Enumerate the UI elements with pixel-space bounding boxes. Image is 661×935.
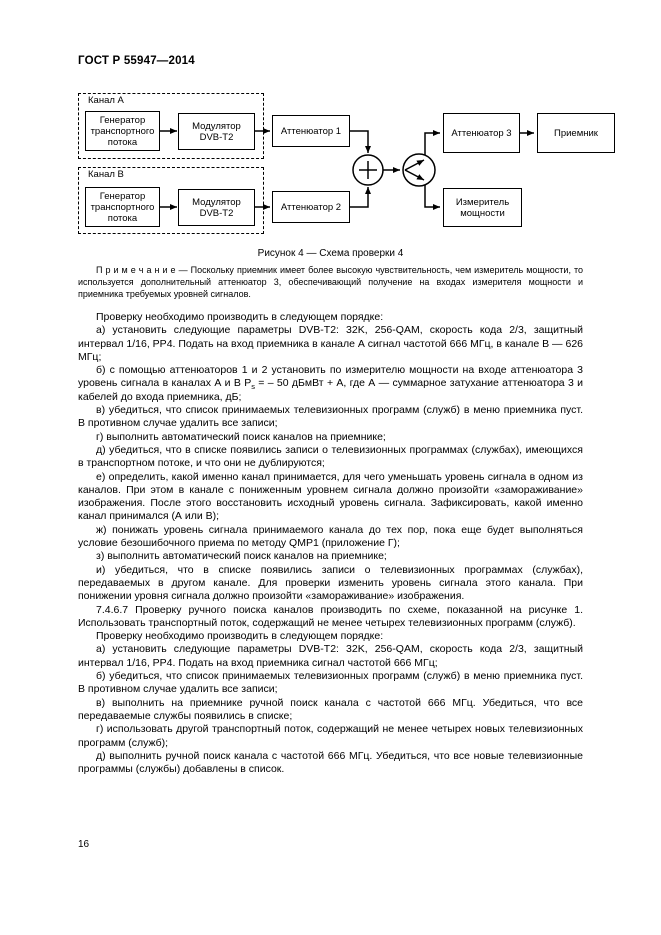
gost-header: ГОСТ Р 55947—2014 [78, 55, 195, 67]
note-text: — Поскольку приемник имеет более высокую… [78, 265, 583, 300]
paragraph-v: в) убедиться, что список принимаемых тел… [78, 404, 583, 430]
procedure-text: Проверку необходимо производить в следую… [78, 311, 583, 776]
note: П р и м е ч а н и е — Поскольку приемник… [78, 264, 583, 301]
paragraph-z: з) выполнить автоматический поиск канало… [96, 550, 387, 563]
subscript-s: s [251, 382, 255, 392]
paragraph-d2: д) выполнить ручной поиск канала с часто… [78, 749, 583, 776]
paragraph-7-4-6-7: 7.4.6.7 Проверку ручного поиска каналов … [78, 603, 583, 629]
paragraph-a: а) установить следующие параметры DVB-T2… [78, 324, 583, 363]
figure-caption: Рисунок 4 — Схема проверки 4 [257, 248, 404, 259]
channel-b-label: Канал В [86, 169, 126, 180]
paragraph-intro: Проверку необходимо производить в следую… [96, 311, 384, 323]
sum-junction-icon [352, 154, 384, 186]
block-modulator-a: Модулятор DVB-T2 [178, 113, 255, 150]
note-label: П р и м е ч а н и е [96, 265, 176, 275]
channel-a-label: Канал А [86, 95, 126, 106]
paragraph-zh: ж) понижать уровень сигнала принимаемого… [78, 523, 583, 550]
paragraph-a2: а) установить следующие параметры DVB-T2… [78, 643, 583, 669]
paragraph-e: е) определить, какой именно канал приним… [78, 470, 583, 523]
paragraph-i: и) убедиться, что в списке появились зап… [78, 563, 583, 603]
block-receiver: Приемник [537, 113, 615, 153]
page-number: 16 [78, 839, 90, 850]
paragraph-g: г) выполнить автоматический поиск канало… [96, 430, 386, 443]
block-attenuator-2: Аттенюатор 2 [272, 191, 350, 223]
paragraph-b2: б) убедиться, что список принимаемых тел… [78, 670, 583, 696]
block-generator-a: Генератор транспортного потока [85, 111, 160, 151]
diagram-connectors [160, 128, 534, 210]
splitter-icon [402, 153, 436, 187]
paragraph-intro-2: Проверку необходимо производить в следую… [96, 630, 384, 643]
block-generator-b: Генератор транспортного потока [85, 187, 160, 227]
channel-b-group: Канал В [78, 167, 264, 234]
block-power-meter: Измеритель мощности [443, 188, 522, 227]
block-modulator-b: Модулятор DVB-T2 [178, 189, 255, 226]
paragraph-v2: в) выполнить на приемнике ручной поиск к… [78, 696, 583, 722]
paragraph-b: б) с помощью аттенюаторов 1 и 2 установи… [78, 364, 583, 403]
paragraph-g2: г) использовать другой транспортный пото… [78, 723, 583, 749]
paragraph-d: д) убедиться, что в списке появились зап… [78, 443, 583, 470]
block-attenuator-3: Аттенюатор 3 [443, 113, 520, 153]
block-attenuator-1: Аттенюатор 1 [272, 115, 350, 147]
channel-a-group: Канал А [78, 93, 264, 159]
figure-4-diagram: Канал А Канал В Генератор транспортного … [78, 93, 618, 234]
